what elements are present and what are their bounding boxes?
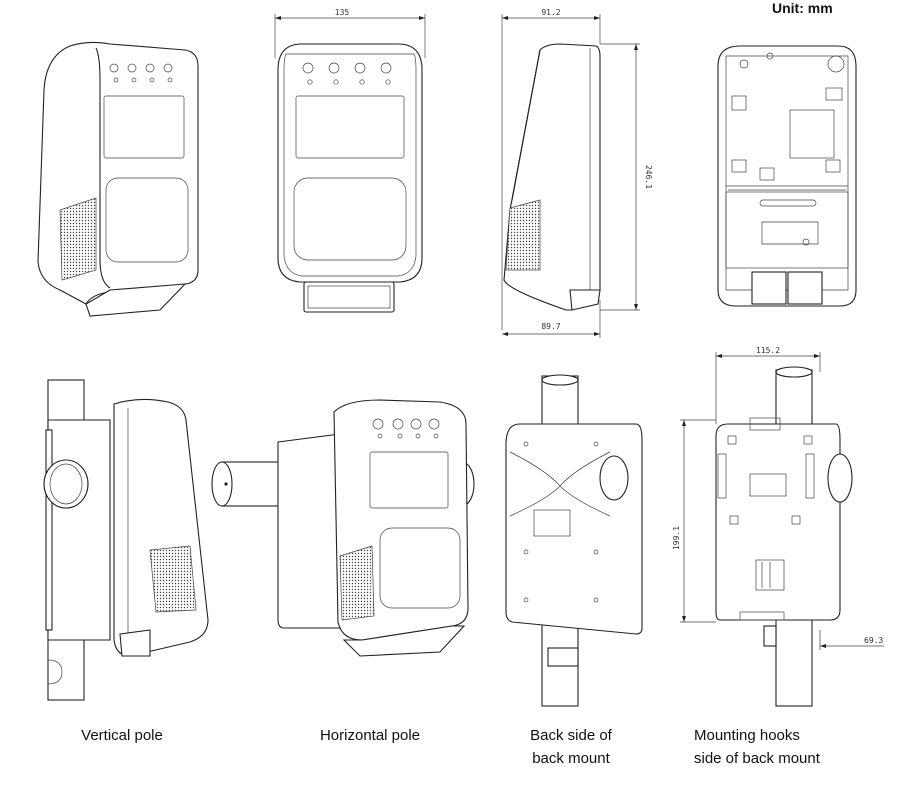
dim-side-depth-bottom: 89.7 bbox=[541, 322, 560, 331]
caption-back-side-line-2: back mount bbox=[532, 750, 610, 767]
back-mount-hooks-side-view: 115.2 199.1 69.3 bbox=[672, 346, 884, 707]
caption-mounting-hooks-line-1: Mounting hooks bbox=[694, 727, 800, 744]
dim-side-depth-top: 91.2 bbox=[541, 8, 560, 17]
caption-mounting-hooks: Mounting hooks side of back mount bbox=[694, 724, 850, 770]
back-mount-back-side-view bbox=[505, 374, 643, 707]
dim-mount-height: 199.1 bbox=[672, 526, 681, 550]
unit-label: Unit: mm bbox=[772, 0, 833, 16]
vertical-pole-mount-view bbox=[43, 379, 209, 701]
caption-horizontal-pole: Horizontal pole bbox=[319, 727, 421, 744]
dim-mount-width: 115.2 bbox=[756, 346, 780, 355]
device-back-view bbox=[717, 45, 857, 307]
caption-back-side-line-1: Back side of bbox=[530, 727, 612, 744]
horizontal-pole-mount-view bbox=[211, 399, 475, 657]
dim-mount-offset: 69.3 bbox=[864, 636, 883, 645]
device-perspective-view bbox=[37, 41, 199, 317]
caption-vertical-pole: Vertical pole bbox=[81, 727, 163, 744]
caption-back-side: Back side of back mount bbox=[506, 724, 636, 770]
device-front-view: 135 bbox=[274, 8, 426, 313]
dim-side-height: 246.1 bbox=[644, 165, 653, 189]
dim-front-width: 135 bbox=[335, 8, 350, 17]
device-side-view: 91.2 246.1 89.7 bbox=[501, 8, 653, 338]
caption-mounting-hooks-line-2: side of back mount bbox=[694, 750, 820, 767]
